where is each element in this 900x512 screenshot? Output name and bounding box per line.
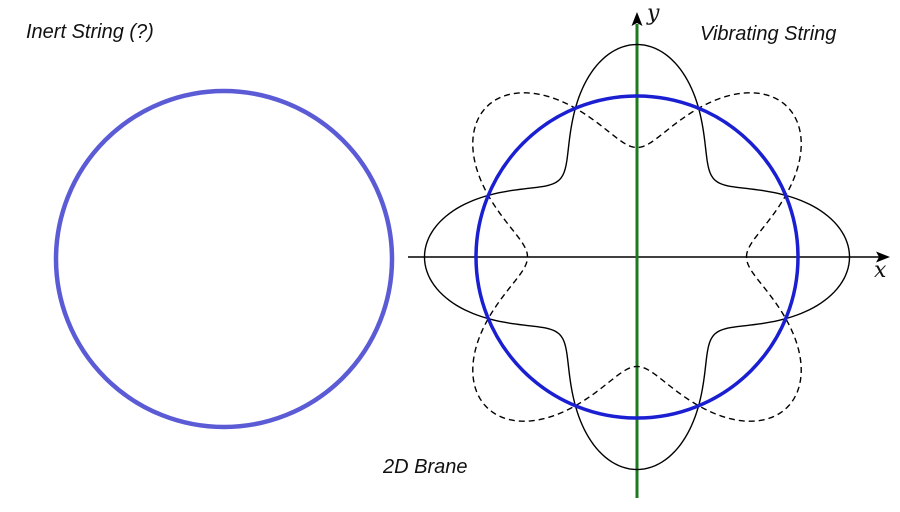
dashed-vibration-curve — [472, 92, 802, 422]
inert-string-title: Inert String (?) — [26, 21, 154, 43]
vibrating-string-title: Vibrating String — [700, 23, 836, 45]
y-axis-arrowhead-icon — [631, 12, 643, 26]
solid-vibration-curve — [423, 43, 851, 471]
inert-string-circle — [53, 88, 395, 430]
y-axis-label: y — [646, 1, 660, 26]
x-axis-label: x — [874, 258, 887, 283]
x-axis-arrowhead-icon — [876, 251, 890, 263]
brane-circle — [474, 94, 800, 420]
brane-caption: 2D Brane — [382, 456, 468, 478]
